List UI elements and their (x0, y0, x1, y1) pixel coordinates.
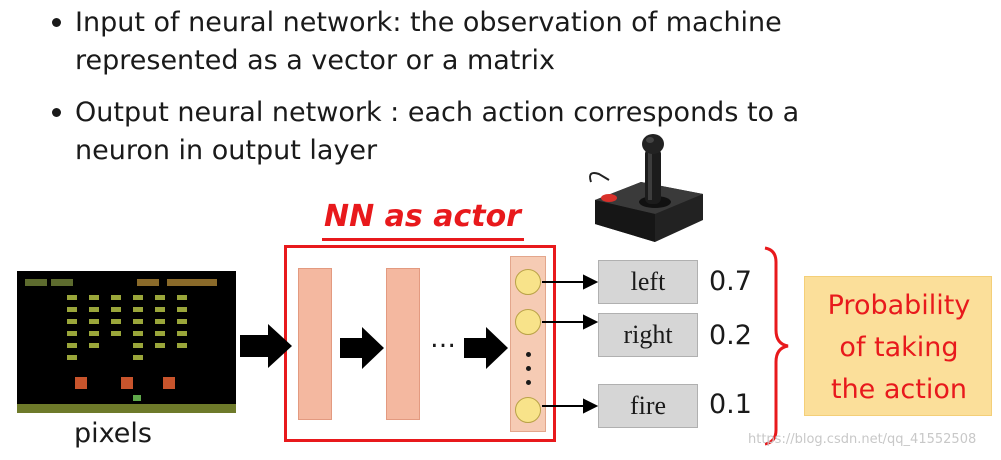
bullet-2-line-2: neuron in output layer (75, 135, 378, 166)
probability-box: Probability of taking the action (804, 276, 992, 416)
action-left: left (598, 260, 698, 304)
layers-ellipsis: … (430, 324, 456, 354)
bullet-1-line-2: represented as a vector or a matrix (75, 45, 555, 76)
bullet-1-line-1: Input of neural network: the observation… (75, 7, 782, 38)
probability-line-2: of taking (839, 332, 959, 363)
action-right: right (598, 313, 698, 357)
nn-title-underline (322, 238, 524, 241)
hidden-layer-1 (298, 268, 332, 420)
bullet-2-line-1: Output neural network : each action corr… (75, 97, 800, 128)
output-neuron-right (515, 309, 541, 335)
arrow-to-output (464, 327, 508, 369)
game-screen-image (17, 271, 236, 413)
prob-right: 0.2 (709, 320, 752, 351)
prob-fire: 0.1 (709, 389, 752, 420)
probability-line-1: Probability (827, 290, 971, 321)
output-neuron-fire (515, 397, 541, 423)
output-neuron-left (515, 269, 541, 295)
probability-line-3: the action (830, 374, 967, 405)
prob-left: 0.7 (709, 266, 752, 297)
neuron-dot (526, 352, 531, 357)
bullet-dot-2 (52, 108, 61, 117)
arrow-layer-1-to-2 (340, 327, 384, 369)
hidden-layer-2 (386, 268, 420, 420)
bullet-dot-1 (52, 18, 61, 27)
space-invaders-icon (17, 271, 236, 413)
neuron-dot (526, 380, 531, 385)
pixels-label: pixels (74, 418, 152, 449)
joystick-icon (589, 134, 703, 242)
brace-icon (764, 246, 789, 446)
arrow-input-to-nn (240, 324, 292, 368)
nn-title: NN as actor (324, 199, 521, 234)
action-fire: fire (598, 384, 698, 428)
watermark: https://blog.csdn.net/qq_41552508 (748, 432, 977, 447)
neuron-dot (526, 366, 531, 371)
